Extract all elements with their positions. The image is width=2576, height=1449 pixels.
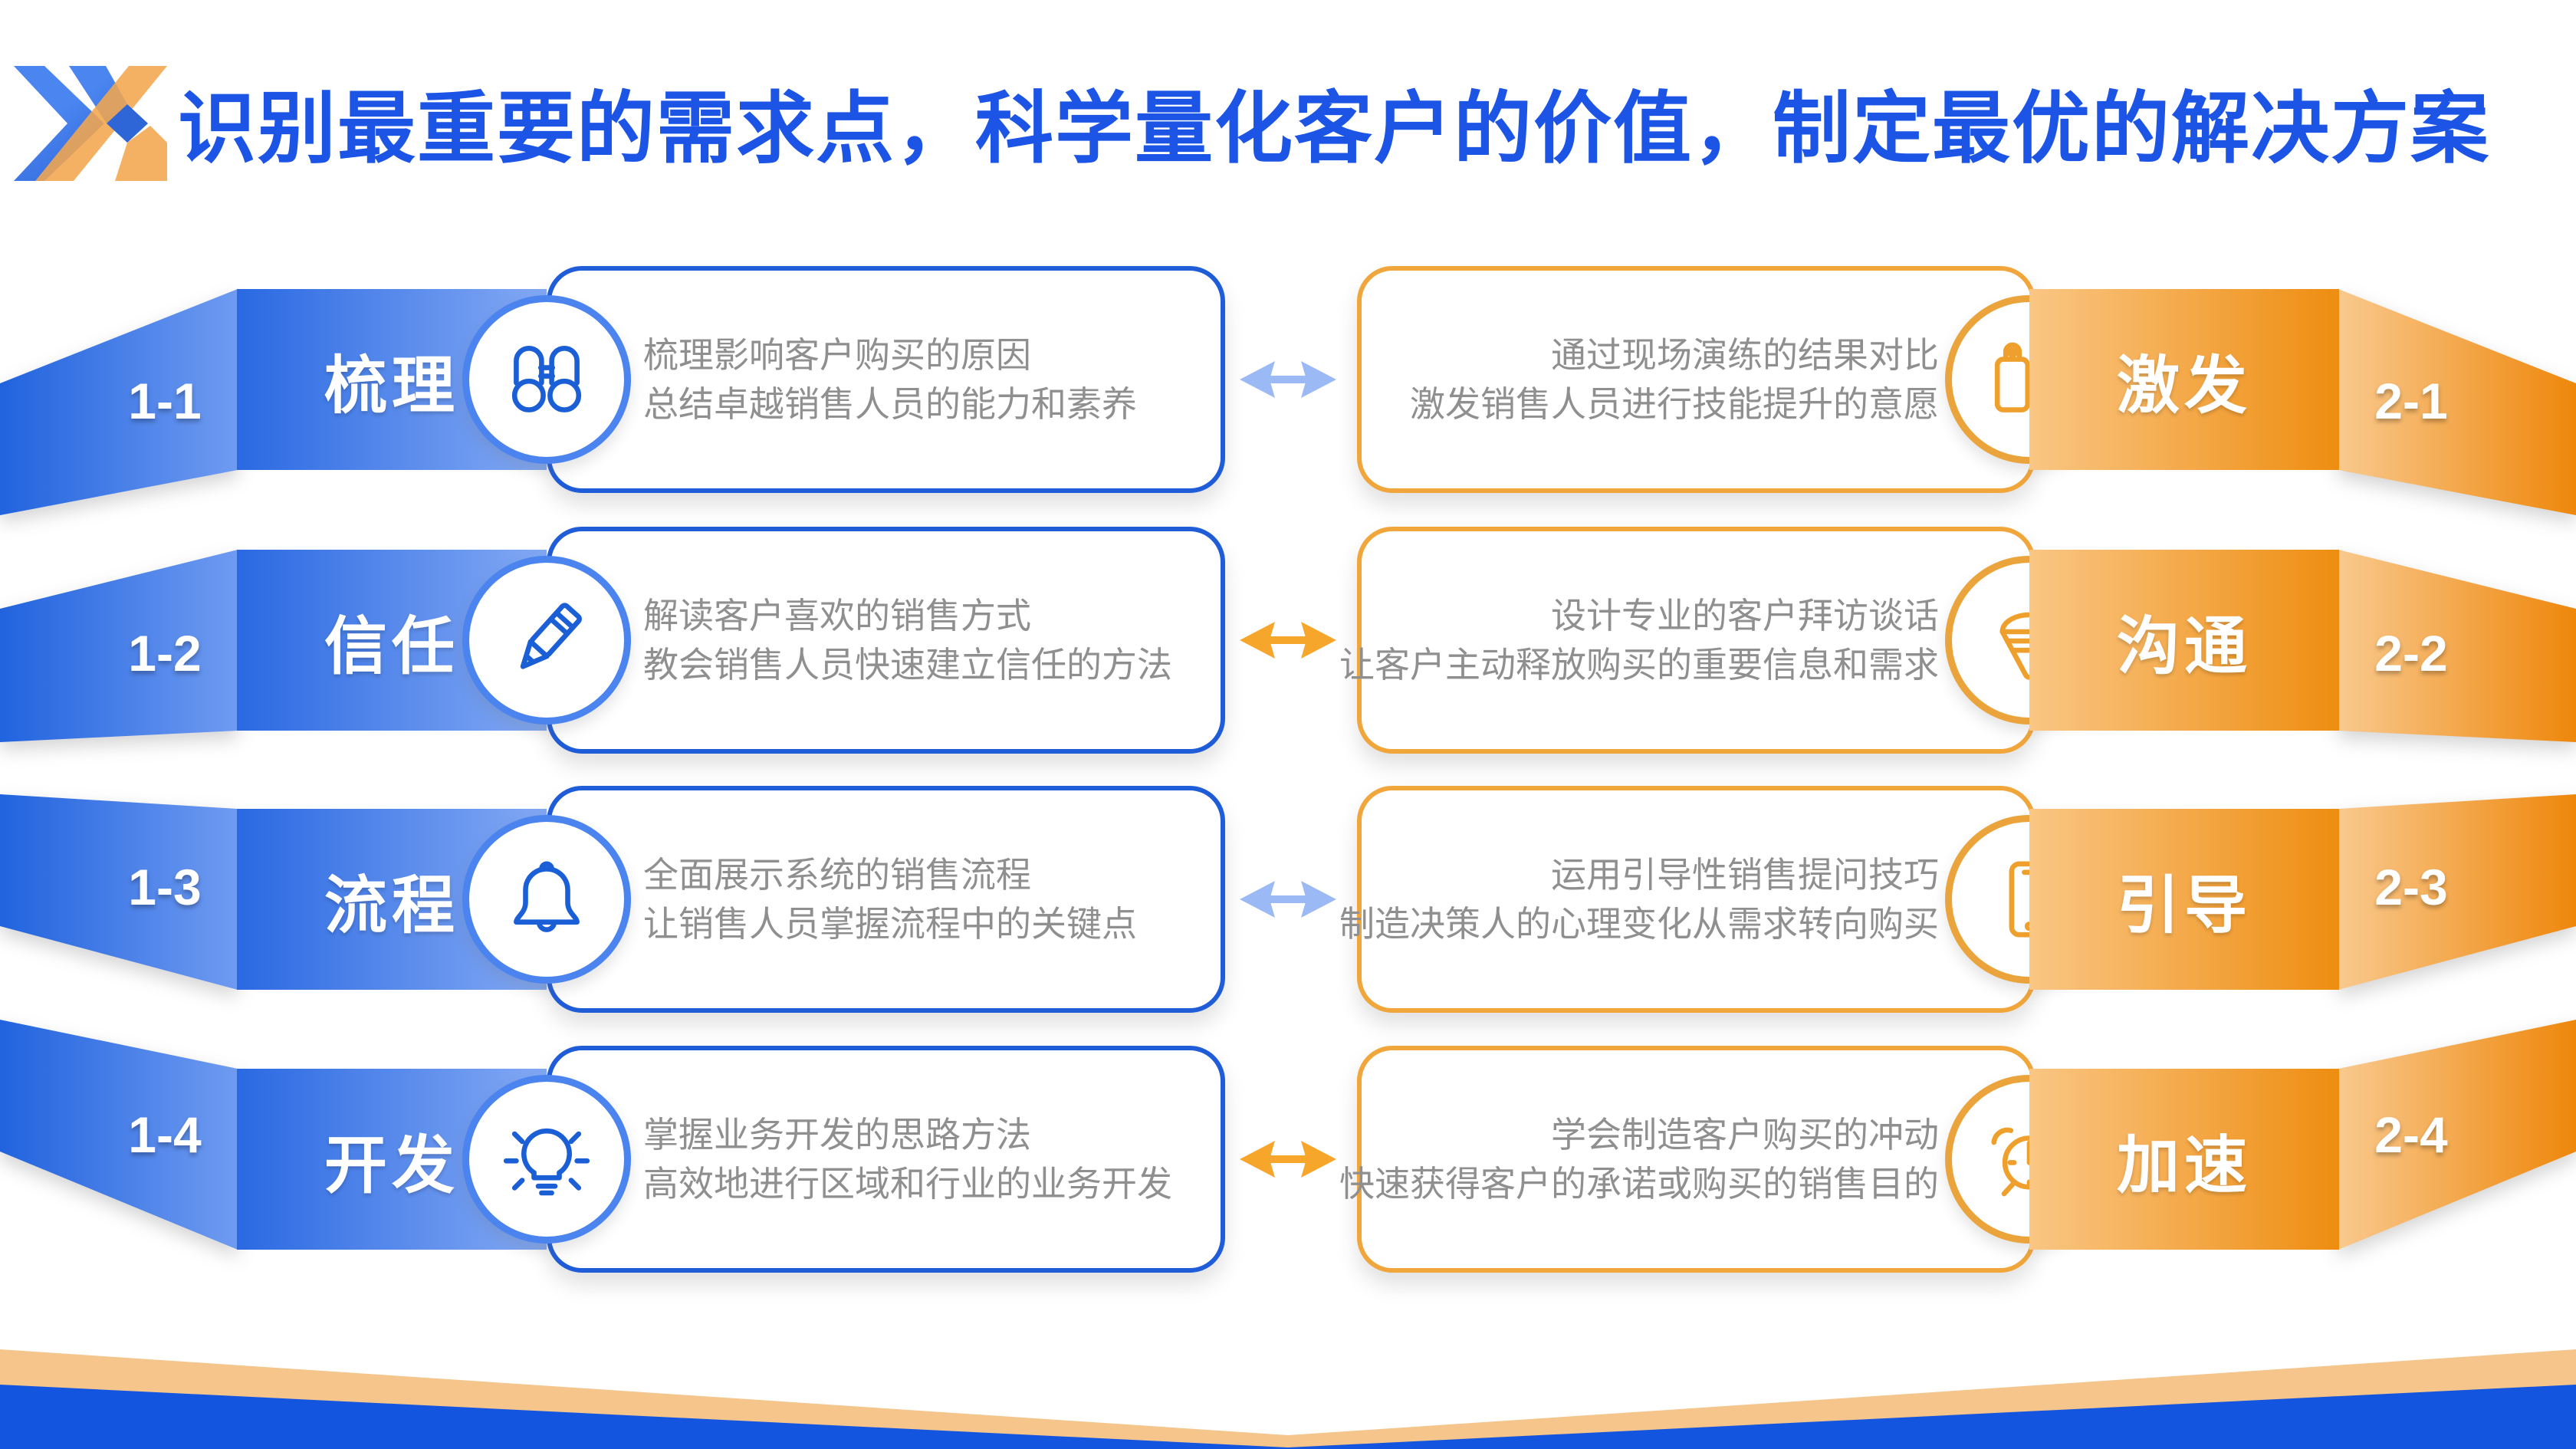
- ribbon-2-2: [2338, 550, 2576, 742]
- double-arrow-icon: [1240, 1141, 1336, 1178]
- description-line: 教会销售人员快速建立信任的方法: [643, 645, 1172, 685]
- description-box: 运用引导性销售提问技巧 制造决策人的心理变化从需求转向购买: [1339, 786, 2036, 1013]
- ribbon-2-1: [2338, 289, 2576, 515]
- description-line: 设计专业的客户拜访谈话: [1551, 596, 1939, 636]
- description-box: 学会制造客户购买的冲动 快速获得客户的承诺或购买的销售目的: [1339, 1046, 2036, 1273]
- step-label: 流程: [324, 870, 459, 941]
- row-2: 1-2 信任 解读客户喜欢的销售方式 教会销售人员快速建立信任的方法 设计专业的…: [0, 510, 2576, 770]
- description-line: 总结卓越销售人员的能力和素养: [643, 384, 1137, 424]
- description-line: 快速获得客户的承诺或购买的销售目的: [1339, 1164, 1939, 1204]
- description-line: 让客户主动释放购买的重要信息和需求: [1339, 645, 1939, 685]
- step-label: 加速: [2116, 1130, 2252, 1201]
- step-number: 1-3: [128, 859, 202, 915]
- ribbon-2-3: [2338, 794, 2576, 990]
- description-line: 通过现场演练的结果对比: [1551, 335, 1939, 375]
- ribbon-1-4: [0, 1020, 238, 1250]
- bell-icon: [514, 861, 580, 932]
- step-number: 2-1: [2374, 373, 2448, 429]
- description-box: 梳理影响客户购买的原因 总结卓越销售人员的能力和素养: [547, 266, 1225, 493]
- description-line: 掌握业务开发的思路方法: [643, 1115, 1031, 1155]
- description-line: 让销售人员掌握流程中的关键点: [643, 904, 1137, 944]
- row-3: 1-3 流程 全面展示系统的销售流程 让销售人员掌握流程中的关键点 运用引导性销…: [0, 769, 2576, 1030]
- step-number: 2-2: [2374, 625, 2448, 682]
- step-number: 1-1: [128, 373, 202, 429]
- row-1: 1-1 梳理 梳理影响客户购买的原因 总结卓越销售人员的能力和素养 通过现场演练…: [0, 249, 2576, 510]
- ribbon-1-3: [0, 794, 238, 990]
- row-4: 1-4 开发 掌握业务开发的思路方法 高效地进行区域和行业的业务开发 学会制造客…: [0, 1029, 2576, 1290]
- double-arrow-icon: [1240, 361, 1336, 398]
- step-label: 开发: [324, 1130, 459, 1201]
- description-box: 掌握业务开发的思路方法 高效地进行区域和行业的业务开发: [547, 1046, 1225, 1273]
- step-label: 梳理: [324, 350, 459, 421]
- step-number: 2-3: [2374, 859, 2448, 915]
- ribbon-1-1: [0, 289, 238, 515]
- ribbon-1-2: [0, 550, 238, 742]
- description-box: 全面展示系统的销售流程 让销售人员掌握流程中的关键点: [547, 786, 1225, 1013]
- lightbulb-icon: [503, 1128, 590, 1196]
- icon-circle: [462, 1075, 631, 1244]
- right-ribbons: [2338, 289, 2576, 1250]
- binoculars-icon: [511, 346, 582, 412]
- description-line: 全面展示系统的销售流程: [643, 855, 1031, 895]
- step-number: 1-2: [128, 625, 202, 682]
- footer-bands: [0, 1349, 2576, 1449]
- page-title: 识别最重要的需求点，科学量化客户的价值，制定最优的解决方案: [178, 85, 2490, 172]
- description-line: 解读客户喜欢的销售方式: [643, 596, 1031, 636]
- step-label: 引导: [2116, 870, 2252, 941]
- step-label-block: 沟通: [2029, 550, 2339, 731]
- icon-circle: [462, 815, 631, 984]
- description-line: 学会制造客户购买的冲动: [1551, 1115, 1939, 1155]
- step-label-block: 激发: [2029, 289, 2339, 470]
- step-number: 1-4: [128, 1106, 202, 1163]
- step-label-block: 引导: [2029, 809, 2339, 990]
- footer-band-blue: [0, 1385, 2576, 1449]
- description-line: 运用引导性销售提问技巧: [1551, 855, 1939, 895]
- double-arrow-icon: [1240, 881, 1336, 918]
- company-logo: [14, 66, 167, 181]
- pencil-icon: [520, 603, 582, 669]
- step-label: 激发: [2116, 350, 2252, 421]
- description-line: 梳理影响客户购买的原因: [643, 335, 1031, 375]
- description-line: 高效地进行区域和行业的业务开发: [643, 1164, 1172, 1204]
- description-line: 制造决策人的心理变化从需求转向购买: [1339, 904, 1939, 944]
- double-arrow-icon: [1240, 622, 1336, 659]
- step-label: 信任: [324, 611, 459, 682]
- step-label: 沟通: [2116, 611, 2252, 682]
- description-box: 设计专业的客户拜访谈话 让客户主动释放购买的重要信息和需求: [1339, 527, 2036, 754]
- icon-circle: [462, 295, 631, 464]
- icon-circle: [462, 556, 631, 724]
- description-box: 解读客户喜欢的销售方式 教会销售人员快速建立信任的方法: [547, 527, 1225, 754]
- description-box: 通过现场演练的结果对比 激发销售人员进行技能提升的意愿: [1357, 266, 2036, 493]
- description-line: 激发销售人员进行技能提升的意愿: [1410, 384, 1939, 424]
- step-label-block: 加速: [2029, 1069, 2339, 1250]
- step-number: 2-4: [2374, 1106, 2448, 1163]
- left-ribbons: [0, 289, 238, 1250]
- ribbon-2-4: [2338, 1020, 2576, 1250]
